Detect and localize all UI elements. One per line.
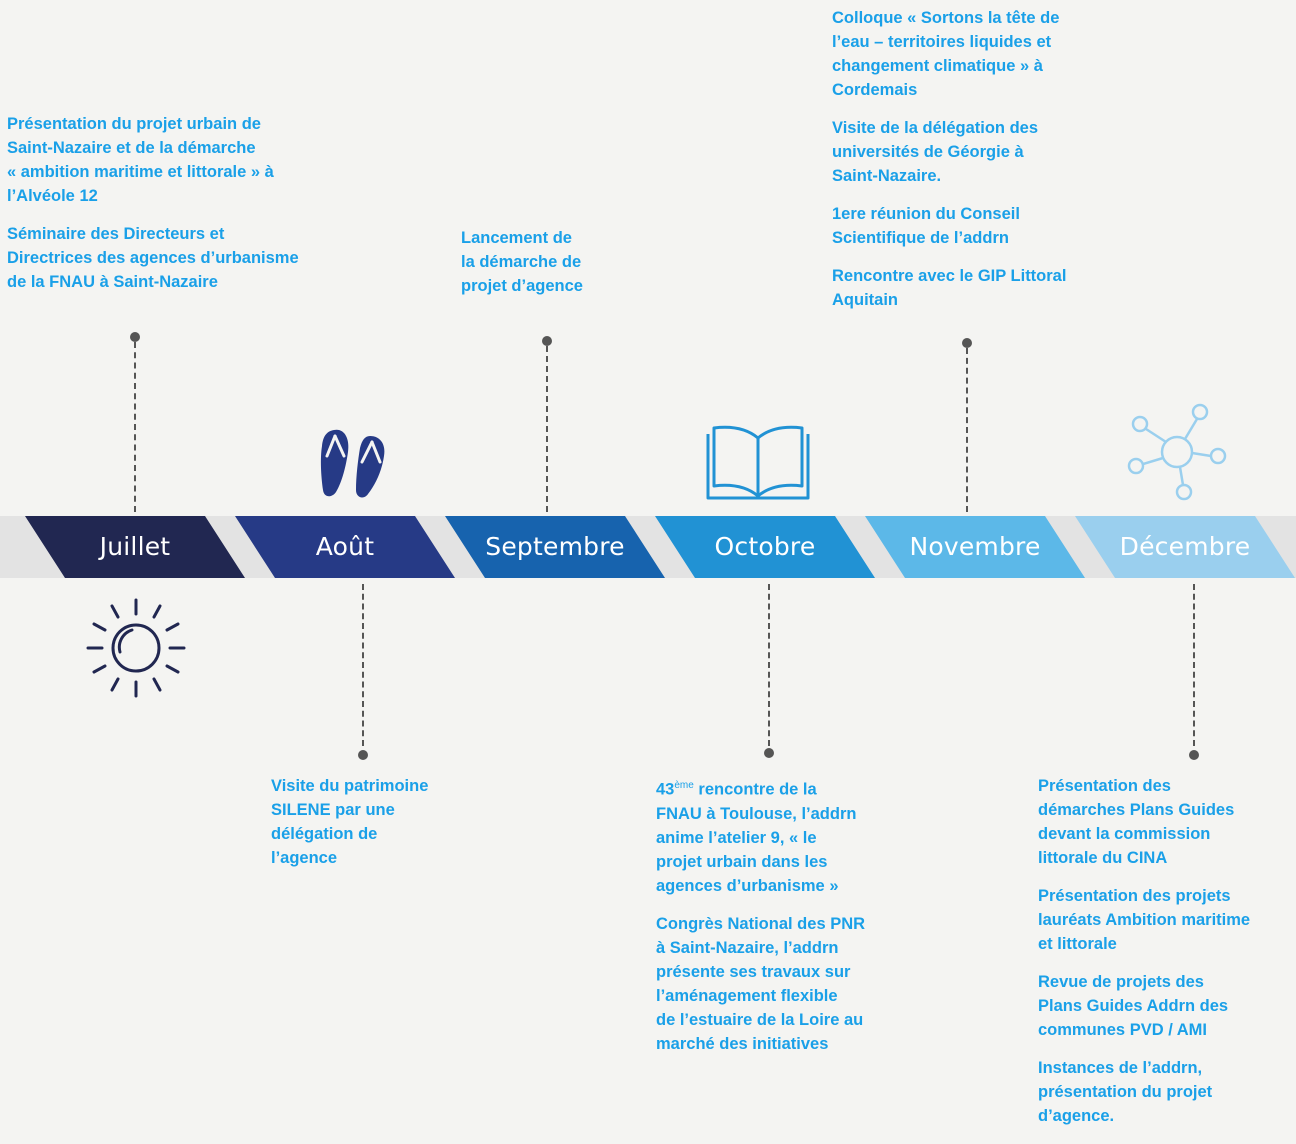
event-text: Présentation du projet urbain de Saint-N… [7, 115, 274, 205]
event-text: Colloque « Sortons la tête de l’eau – te… [832, 9, 1060, 99]
connector-line [1193, 584, 1195, 746]
month-septembre: Septembre [445, 516, 665, 578]
event-superscript: ème [674, 780, 694, 791]
connector-line [966, 348, 968, 512]
connector-dot [542, 336, 552, 346]
events-decembre: Présentation des démarches Plans Guides … [1038, 774, 1288, 1128]
month-label: Décembre [1119, 532, 1251, 561]
month-novembre: Novembre [865, 516, 1085, 578]
event-text: Rencontre avec le GIP Littoral Aquitain [832, 267, 1067, 309]
month-shape [25, 516, 245, 578]
month-shape [865, 516, 1085, 578]
event-text: Présentation des projets lauréats Ambiti… [1038, 887, 1251, 953]
event-text: Séminaire des Directeurs et Directrices … [7, 225, 299, 291]
flip-flops-icon [320, 429, 385, 498]
month-label: Août [315, 532, 375, 561]
events-juillet: Présentation du projet urbain de Saint-N… [7, 112, 337, 308]
month-octobre: Octobre [655, 516, 875, 578]
connector-dot [764, 748, 774, 758]
connector-line [546, 346, 548, 512]
event-text: Visite du patrimoine SILENE par une délé… [271, 777, 429, 867]
month-juillet: Juillet [25, 516, 245, 578]
month-shape [445, 516, 665, 578]
month-shape [655, 516, 875, 578]
network-icon [1127, 403, 1227, 501]
connector-dot [130, 332, 140, 342]
event-text: Visite de la délégation des universités … [832, 119, 1039, 185]
event-number: 43 [656, 780, 675, 799]
month-label: Septembre [485, 532, 625, 561]
events-octobre: 43ème rencontre de la FNAU à Toulouse, l… [656, 774, 906, 1070]
month-label: Juillet [99, 532, 171, 561]
month-aout: Août [235, 516, 455, 578]
connector-dot [962, 338, 972, 348]
event-text: Lancement de la démarche de projet d’age… [461, 229, 583, 295]
month-shape [235, 516, 455, 578]
event-text: Congrès National des PNR à Saint-Nazaire… [656, 914, 866, 1053]
open-book-icon [706, 425, 810, 500]
event-text: 1ere réunion du Conseil Scientifique de … [832, 205, 1020, 247]
month-shape [1075, 516, 1295, 578]
events-septembre: Lancement de la démarche de projet d’age… [461, 226, 641, 312]
month-decembre: Décembre [1075, 516, 1295, 578]
events-novembre: Colloque « Sortons la tête de l’eau – te… [832, 6, 1122, 326]
event-text: 43ème rencontre de la FNAU à Toulouse, l… [656, 774, 906, 898]
month-label: Octobre [714, 532, 816, 561]
connector-dot [1189, 750, 1199, 760]
event-text: Instances de l’addrn, présentation du pr… [1038, 1059, 1213, 1125]
event-rest: rencontre de la FNAU à Toulouse, l’addrn… [656, 780, 857, 895]
month-label: Novembre [909, 532, 1041, 561]
event-text: Présentation des démarches Plans Guides … [1038, 777, 1235, 867]
connector-line [362, 584, 364, 746]
sun-icon [86, 598, 186, 698]
event-text: Revue de projets des Plans Guides Addrn … [1038, 973, 1229, 1039]
connector-line [768, 584, 770, 746]
connector-line [134, 342, 136, 512]
events-aout: Visite du patrimoine SILENE par une délé… [271, 774, 471, 884]
connector-dot [358, 750, 368, 760]
